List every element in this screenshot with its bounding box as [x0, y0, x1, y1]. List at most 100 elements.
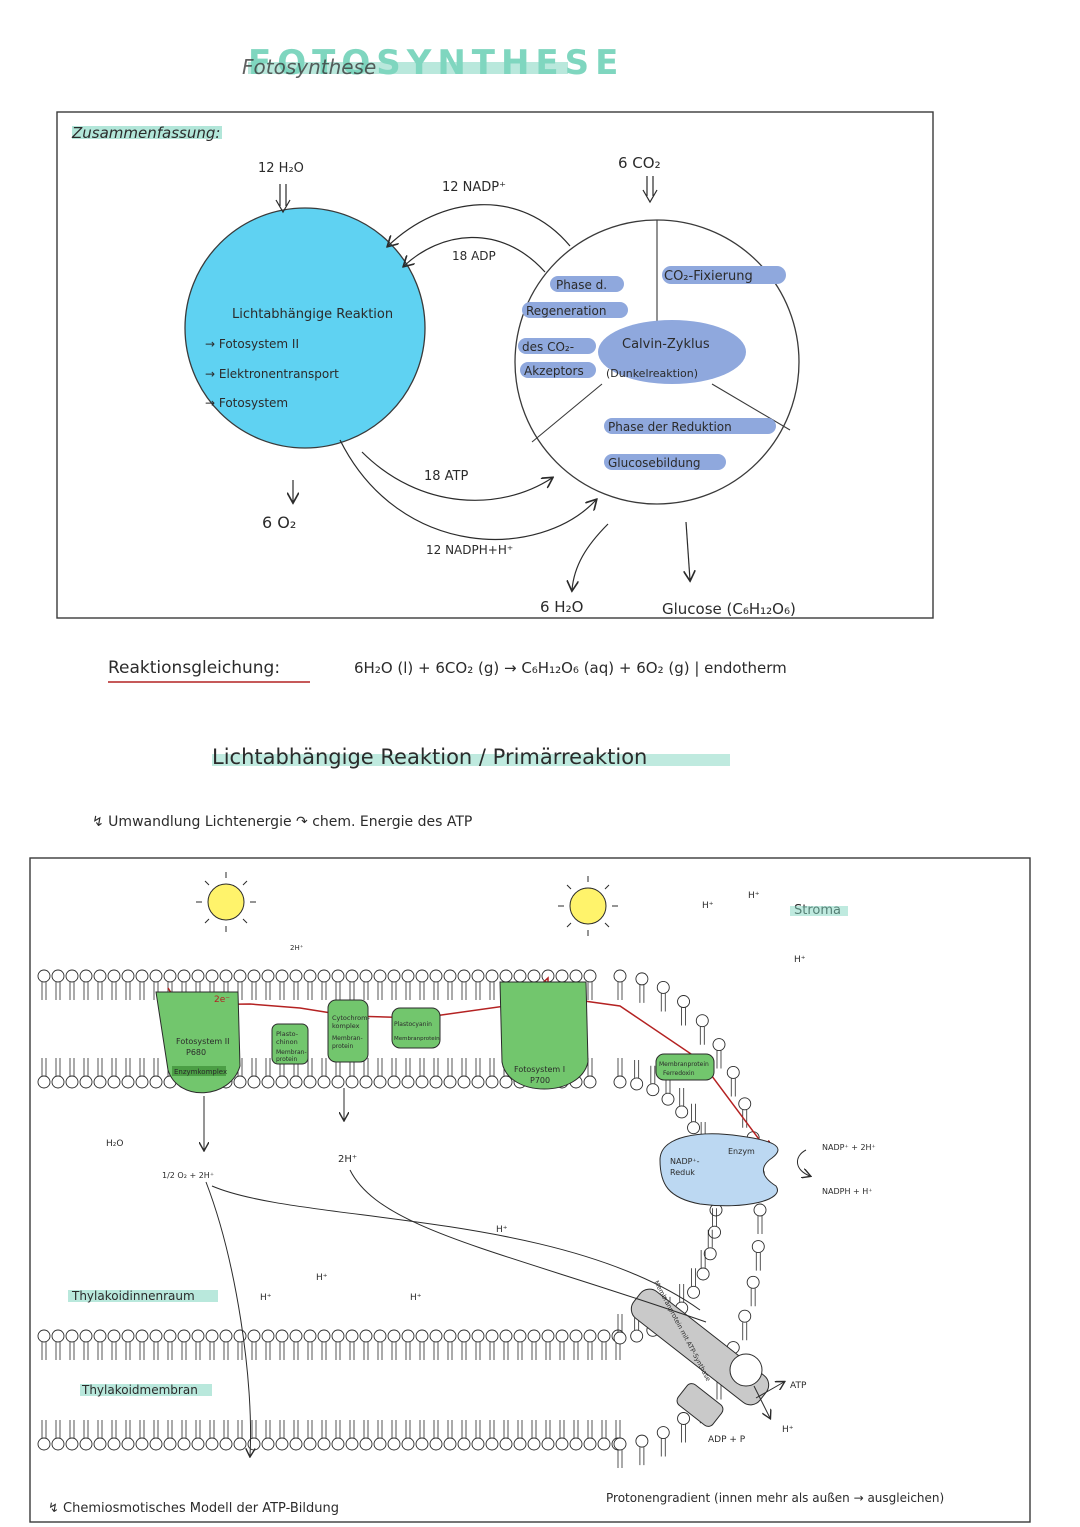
h2o-out-label: 6 H₂O — [540, 598, 583, 616]
lipid-tail — [755, 1252, 761, 1271]
lipid-tail — [681, 1424, 686, 1443]
lipid-head — [331, 1075, 345, 1089]
lipid-tail — [531, 1420, 537, 1438]
lipid-head — [37, 1075, 51, 1089]
lipid-tail — [489, 1342, 495, 1360]
lipid-tail — [97, 1420, 103, 1438]
lipid-tail — [111, 982, 117, 1000]
lipid-head — [555, 1437, 569, 1451]
lipid-tail — [615, 1342, 621, 1360]
lipid-tail — [587, 982, 593, 1000]
lipid-tail — [307, 1420, 313, 1438]
lipid-head — [205, 1437, 219, 1451]
lipid-head — [415, 1329, 429, 1343]
lipid-tail — [617, 1058, 623, 1076]
svg-text:P700: P700 — [530, 1076, 550, 1085]
atp-label-membrane: ATP — [790, 1381, 807, 1391]
lipid-tail — [517, 1342, 523, 1360]
lipid-tail — [363, 1420, 369, 1438]
lipid-tail — [251, 1342, 257, 1360]
lipid-head — [613, 969, 627, 983]
lipid-tail — [69, 982, 75, 1000]
lipid-head — [646, 1083, 660, 1097]
lipid-head — [569, 969, 583, 983]
lipid-head — [597, 1437, 611, 1451]
lipid-tail — [433, 1420, 439, 1438]
lipid-tail — [41, 1058, 47, 1076]
lipid-head — [569, 1329, 583, 1343]
lipid-head — [359, 1075, 373, 1089]
nadp-label: 12 NADP⁺ — [442, 180, 506, 195]
membrane-box — [29, 857, 1031, 1523]
adp-arrow — [404, 236, 546, 273]
light-reaction-circle — [184, 207, 426, 449]
lipid-tail — [405, 1342, 411, 1360]
lipid-head — [677, 995, 691, 1008]
lipid-head — [708, 1225, 721, 1239]
lipid-tail — [153, 1420, 159, 1438]
lipid-tail — [265, 1342, 271, 1360]
nadp-reaction-top: NADP⁺ + 2H⁺ — [822, 1143, 876, 1152]
equation-label: Reaktionsgleichung: — [108, 658, 280, 678]
lipid-head — [471, 1329, 485, 1343]
lipid-tail — [691, 1103, 696, 1122]
lipid-head — [677, 1412, 691, 1425]
lipid-tail — [167, 1342, 173, 1360]
nadp-reaction-arrow — [797, 1149, 810, 1176]
lipid-head — [583, 1329, 597, 1343]
lipid-head — [247, 1075, 261, 1089]
lipid-tail — [321, 982, 327, 1000]
lipid-head — [331, 1329, 345, 1343]
lipid-head — [443, 969, 457, 983]
lipid-tail — [69, 1342, 75, 1360]
sun-icon — [196, 872, 256, 932]
lipid-tail — [419, 1058, 425, 1076]
lipid-tail — [503, 1420, 509, 1438]
lipid-head — [121, 969, 135, 983]
lipid-tail — [699, 1026, 705, 1045]
lipid-tail — [531, 1342, 537, 1360]
two-h-top-label: 2H⁺ — [290, 944, 304, 952]
section2-subtitle: ↯ Umwandlung Lichtenergie ↷ chem. Energi… — [92, 814, 472, 830]
lipid-tail — [639, 1447, 645, 1466]
lipid-head — [261, 1437, 275, 1451]
lipid-tail — [69, 1058, 75, 1076]
hplus-label: H⁺ — [316, 1273, 328, 1283]
svg-text:NADP⁺-: NADP⁺- — [670, 1157, 700, 1166]
lipid-head — [443, 1329, 457, 1343]
adp-label: 18 ADP — [452, 249, 496, 263]
lipid-tail — [419, 982, 425, 1000]
lipid-head — [289, 1075, 303, 1089]
lipid-tail — [335, 1420, 341, 1438]
lipid-tail — [757, 1216, 763, 1234]
lipid-head — [513, 969, 527, 983]
lipid-head — [443, 1437, 457, 1451]
lipid-head — [695, 1014, 709, 1028]
fotosystem-i: Fotosystem I P700 — [499, 981, 589, 1090]
lipid-head — [93, 1437, 107, 1451]
lipid-tail — [363, 982, 369, 1000]
hplus-label: H⁺ — [794, 955, 806, 965]
lipid-tail — [321, 1342, 327, 1360]
lipid-head — [541, 1329, 555, 1343]
lipid-tail — [461, 1342, 467, 1360]
atp-arrow — [361, 451, 552, 501]
reaction-equation: 6H₂O (l) + 6CO₂ (g) → C₆H₁₂O₆ (aq) + 6O₂… — [354, 659, 787, 677]
lipid-head — [387, 969, 401, 983]
svg-text:protein: protein — [332, 1043, 354, 1050]
regen-4: Akzeptors — [524, 364, 584, 378]
lipid-head — [457, 1437, 471, 1451]
lipid-head — [583, 1437, 597, 1451]
lipid-head — [275, 969, 289, 983]
lipid-tail — [139, 1420, 145, 1438]
lipid-head — [373, 1329, 387, 1343]
lipid-head — [513, 1437, 527, 1451]
cytochrom-complex: Cytochrom- komplex Membran- protein — [327, 999, 370, 1063]
lipid-head — [661, 1092, 675, 1106]
lipid-head — [415, 1075, 429, 1089]
lipid-tail — [489, 982, 495, 1000]
lipid-tail — [712, 1208, 717, 1227]
lipid-head — [703, 1247, 717, 1261]
svg-text:Membranprotein: Membranprotein — [659, 1061, 709, 1068]
lipid-head — [247, 969, 261, 983]
